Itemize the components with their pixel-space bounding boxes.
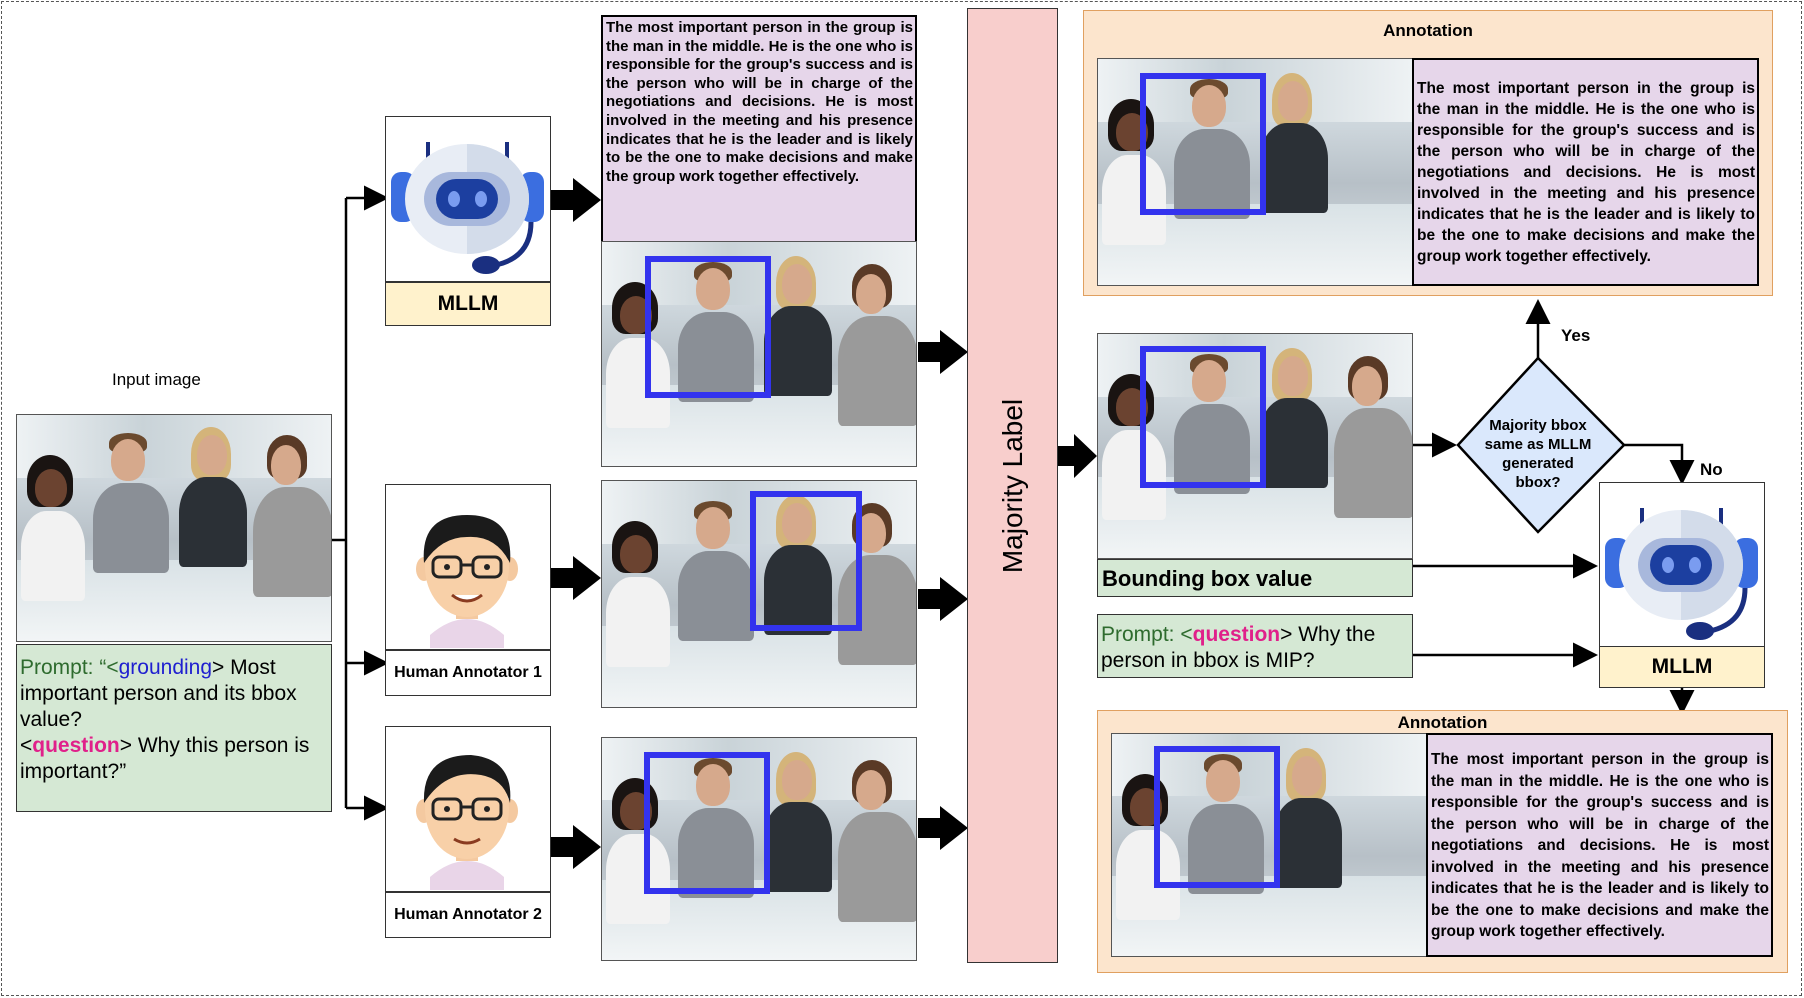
- majority-bbox-image: [1097, 333, 1413, 559]
- prompt-box-right: Prompt: <question> Why the person in bbo…: [1097, 614, 1413, 678]
- decision-text: Majority bbox same as MLLM generated bbo…: [1484, 417, 1592, 491]
- annotator1-bbox-image: [601, 480, 917, 708]
- prompt-lt: <: [20, 734, 33, 757]
- prompt-box-left: Prompt: “<grounding> Most important pers…: [16, 644, 332, 812]
- robot-box-right: [1599, 482, 1765, 648]
- annotator1-box: [385, 484, 551, 650]
- majority-label-bar: Majority Label: [967, 8, 1058, 963]
- arrow-icon: [918, 330, 968, 374]
- annotator2-bbox-image: [601, 737, 917, 961]
- arrow-icon: [1058, 434, 1097, 478]
- robot-icon: [1605, 508, 1758, 640]
- robot-box-top: [385, 116, 551, 282]
- bbox-overlay: [1140, 73, 1266, 215]
- prompt-prefix: Prompt: “<: [20, 656, 119, 679]
- arrow-icon: [551, 556, 601, 600]
- annotation-image-bottom: [1111, 733, 1427, 957]
- question-tag-right: question: [1192, 623, 1281, 646]
- arrow-icon: [551, 825, 601, 869]
- arrow-icon: [918, 577, 968, 621]
- question-tag: question: [32, 734, 120, 757]
- right-connectors: [1412, 299, 1695, 715]
- prompt-text-2: > Why this person is important?”: [20, 734, 310, 783]
- bbox-overlay: [644, 752, 770, 894]
- annotation-title: Annotation: [1383, 21, 1473, 40]
- arrow-icon: [918, 806, 968, 850]
- majority-label-text: Majority Label: [996, 398, 1028, 573]
- robot-icon: [391, 142, 544, 274]
- branch-connectors: [332, 185, 389, 821]
- yes-label: Yes: [1561, 326, 1591, 345]
- mllm-label-top: MLLM: [385, 282, 551, 326]
- annotator2-label: Human Annotator 2: [385, 892, 551, 938]
- bbox-overlay: [1154, 746, 1280, 888]
- prompt-prefix-right: Prompt: <: [1101, 623, 1193, 646]
- annotator1-label: Human Annotator 1: [385, 650, 551, 696]
- input-image-label: Input image: [112, 370, 201, 389]
- no-label: No: [1700, 460, 1723, 479]
- block-arrows: [551, 178, 1097, 869]
- bbox-value-label: Bounding box value: [1097, 559, 1413, 597]
- mllm-bbox-image: [601, 241, 917, 467]
- bbox-overlay: [1140, 346, 1266, 488]
- annotation-title-bottom: Annotation: [1397, 713, 1488, 732]
- annotation-image-top: [1097, 58, 1413, 286]
- arrow-icon: [551, 178, 601, 222]
- prompt-text-1: > Most important person and its bbox val…: [20, 656, 297, 731]
- annotation-text-bottom: The most important person in the group i…: [1426, 733, 1773, 957]
- grounding-tag: grounding: [118, 656, 213, 679]
- annotator2-box: [385, 726, 551, 892]
- man-avatar-icon: [416, 755, 518, 890]
- mllm-label-right: MLLM: [1599, 646, 1765, 688]
- mllm-response-text: The most important person in the group i…: [601, 15, 917, 243]
- decision-diamond: [1456, 356, 1626, 534]
- bbox-overlay: [645, 256, 771, 398]
- bbox-overlay: [750, 491, 862, 631]
- man-avatar-icon: [416, 515, 518, 648]
- annotation-text-top: The most important person in the group i…: [1412, 58, 1759, 286]
- prompt-text-right: > Why the person in bbox is MIP?: [1101, 623, 1376, 672]
- input-image: [16, 414, 332, 642]
